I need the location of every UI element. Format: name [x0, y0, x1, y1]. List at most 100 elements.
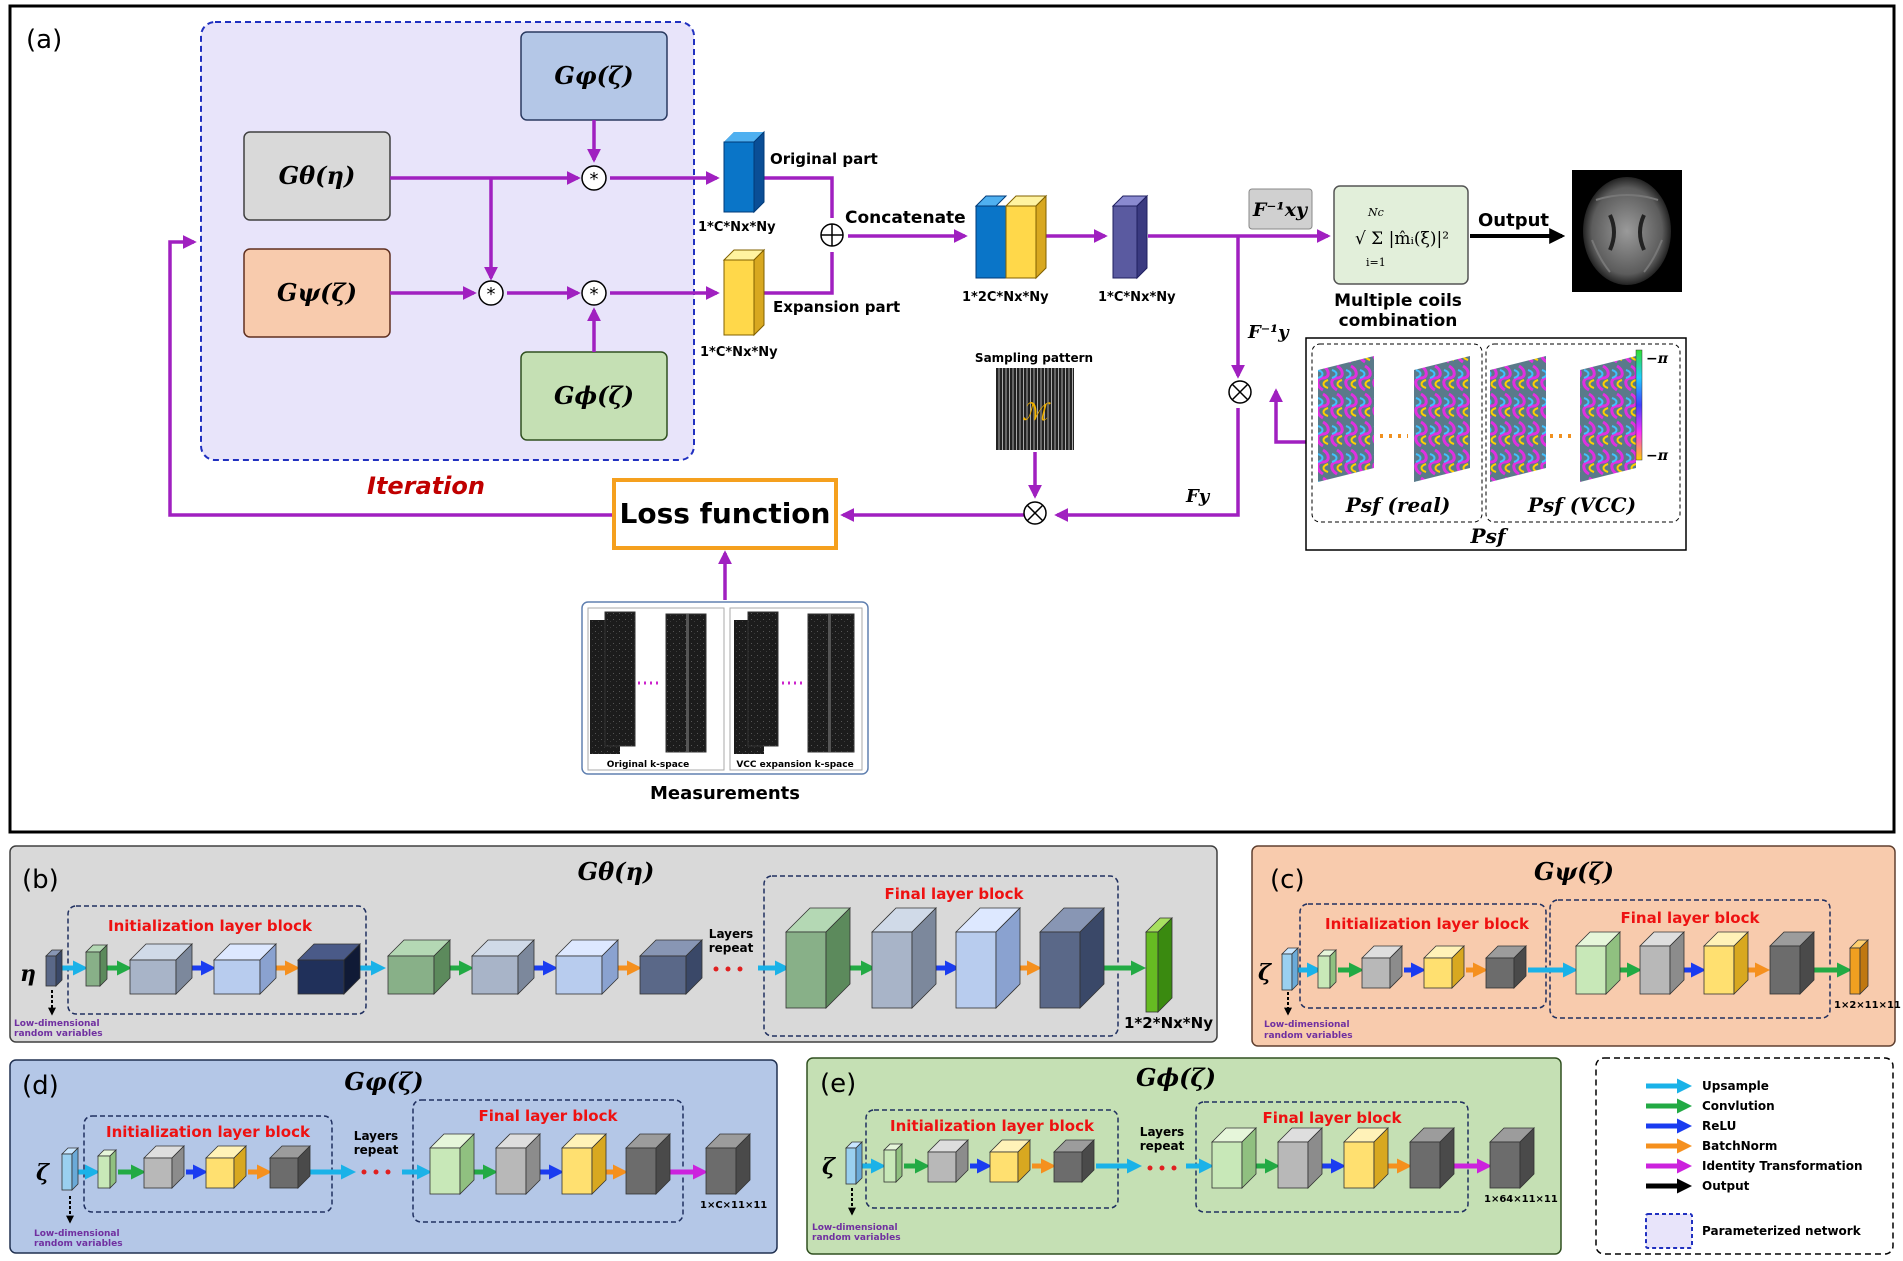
panel-e-init-block-label: Initialization layer block — [890, 1117, 1095, 1135]
panel-b-low-dim-2: random variables — [14, 1029, 103, 1039]
concatenated-tensor — [974, 194, 1048, 280]
fourier-y-label: Fy — [1185, 486, 1211, 507]
panel-c-frame — [1251, 845, 1896, 1047]
legend-label-1: Convlution — [1702, 1099, 1775, 1113]
panel-e-low-dim-2: random variables — [812, 1233, 901, 1243]
c-cube-3 — [1423, 945, 1465, 989]
panel-b-init-block — [67, 905, 367, 1015]
svg-text:−π: −π — [1646, 448, 1669, 464]
c-cube-6 — [1639, 931, 1685, 995]
panel-b-output-dim: 1*2*Nx*Ny — [1124, 1014, 1213, 1032]
e-cube-1 — [883, 1143, 903, 1183]
legend-label-2: ReLU — [1702, 1119, 1736, 1133]
d-cube-3 — [205, 1145, 247, 1189]
inverse-fourier-xy: F⁻¹xy — [1248, 188, 1313, 230]
panel-b-repeat-dots — [713, 966, 743, 972]
panel-c-init-block — [1299, 903, 1547, 1009]
panel-e-input: ζ — [822, 1154, 836, 1180]
panel-b-low-dim-1: Low-dimensional — [14, 1019, 100, 1029]
panel-b-layers-repeat-2: repeat — [709, 941, 754, 955]
b-cube-9 — [785, 907, 851, 1009]
panel-b-cubes — [45, 907, 1173, 1013]
d-output-tensor — [705, 1133, 751, 1195]
coil-dim-label: 1*C*Nx*Ny — [1098, 290, 1176, 305]
g-phi-box: Gϕ(ζ) — [520, 351, 668, 441]
svg-text:Gφ(ζ): Gφ(ζ) — [554, 61, 633, 90]
svg-text:VCC expansion k-space: VCC expansion k-space — [736, 760, 853, 770]
panel-c-low-dim-1: Low-dimensional — [1264, 1020, 1350, 1030]
b-cube-10 — [871, 907, 937, 1009]
svg-text:ℳ: ℳ — [1022, 398, 1051, 426]
c-cube-4 — [1485, 945, 1527, 989]
b-cube-1 — [85, 944, 108, 987]
panel-e-init-block — [865, 1109, 1119, 1209]
convolve-operator-3: * — [581, 280, 607, 306]
measurements-label: Measurements — [650, 783, 800, 804]
legend-label-0: Upsample — [1702, 1079, 1769, 1093]
panel-e-cubes — [845, 1127, 1535, 1189]
b-cube-2 — [129, 943, 193, 995]
panel-e-low-dim-1: Low-dimensional — [812, 1223, 898, 1233]
legend-label-5: Output — [1702, 1179, 1750, 1193]
legend-label-4: Identity Transformation — [1702, 1159, 1863, 1173]
multiply-operator-psf — [1228, 380, 1252, 404]
panel-d-final-block — [412, 1099, 684, 1223]
svg-text:Gθ(η): Gθ(η) — [279, 161, 356, 190]
panel-c-final-block — [1549, 899, 1831, 1019]
d-cube-2 — [143, 1145, 185, 1189]
svg-text:Psf: Psf — [1470, 524, 1509, 548]
panel-d-output-dim: 1×C×11×11 — [700, 1200, 767, 1211]
c-input-tensor — [1281, 947, 1299, 991]
panel-e-layers-repeat-1: Layers — [1140, 1125, 1184, 1139]
c-cube-5 — [1575, 931, 1621, 995]
svg-text:Loss function: Loss function — [620, 497, 831, 530]
e-cube-6 — [1277, 1127, 1323, 1189]
panel-d-final-block-label: Final layer block — [479, 1107, 619, 1125]
inverse-fourier-y-label: F⁻¹y — [1247, 322, 1290, 343]
svg-text:*: * — [590, 169, 599, 190]
panel-e-frame — [806, 1057, 1562, 1255]
d-cube-4 — [269, 1145, 311, 1189]
panel-e-title: Gϕ(ζ) — [1136, 1063, 1216, 1092]
panel-d-low-dim-1: Low-dimensional — [34, 1229, 120, 1239]
panel-e-output-dim: 1×64×11×11 — [1484, 1194, 1558, 1205]
panel-d-layers-repeat-1: Layers — [354, 1129, 398, 1143]
b-cube-7 — [555, 939, 619, 995]
c-cube-8 — [1769, 931, 1815, 995]
panel-c-output-dim: 1×2×11×11 — [1834, 1000, 1901, 1011]
e-output-tensor — [1489, 1127, 1535, 1189]
svg-text:*: * — [590, 284, 599, 305]
panel-d-low-dim-2: random variables — [34, 1239, 123, 1249]
multiply-operator-mask — [1023, 501, 1047, 525]
measurements-panel: Original k-space VCC expansion k-space — [581, 601, 869, 775]
b-cube-5 — [387, 939, 451, 995]
original-part-tensor — [723, 130, 765, 214]
panel-e-repeat-dots — [1147, 1165, 1177, 1171]
c-output-tensor — [1849, 939, 1869, 995]
concatenate-label: Concatenate — [845, 208, 966, 228]
e-cube-2 — [927, 1139, 969, 1183]
e-cube-7 — [1343, 1127, 1389, 1189]
panel-c-label: (c) — [1270, 865, 1305, 895]
concat-operator — [820, 223, 844, 247]
svg-text:Gψ(ζ): Gψ(ζ) — [277, 278, 357, 307]
output-label: Output — [1478, 210, 1549, 231]
panel-c-input: ζ — [1258, 960, 1272, 986]
b-cube-4 — [297, 943, 361, 995]
sampling-pattern-label: Sampling pattern — [975, 351, 1093, 365]
svg-text:Nc: Nc — [1367, 206, 1384, 219]
expansion-part-label: Expansion part — [773, 298, 900, 316]
iteration-connections — [168, 120, 1331, 600]
panel-e-final-block-label: Final layer block — [1263, 1109, 1403, 1127]
panel-d-layers-repeat-2: repeat — [354, 1143, 399, 1157]
legend-param-net-label: Parameterized network — [1702, 1224, 1862, 1238]
c-cube-2 — [1361, 945, 1403, 989]
panel-d-cubes — [61, 1133, 751, 1195]
e-cube-3 — [989, 1139, 1031, 1183]
panel-c-final-block-label: Final layer block — [1621, 909, 1761, 927]
sampling-pattern-mask: ℳ — [996, 368, 1074, 450]
panel-c-title: Gψ(ζ) — [1534, 857, 1614, 886]
legend-items: UpsampleConvlutionReLUBatchNormIdentity … — [1646, 1078, 1863, 1194]
c-cube-1 — [1317, 949, 1337, 989]
d-cube-1 — [97, 1149, 117, 1189]
